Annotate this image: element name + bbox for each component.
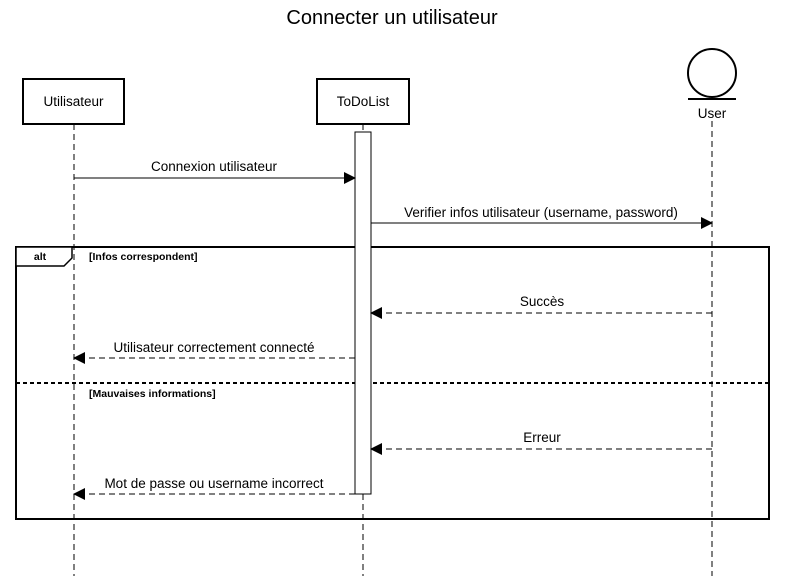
participant-todolist: ToDoList <box>316 78 410 125</box>
message-connexion: Connexion utilisateur <box>74 159 356 184</box>
entity-icon <box>687 48 737 98</box>
message-verifier: Verifier infos utilisateur (username, pa… <box>371 205 713 229</box>
alt-guard-2: [Mauvaises informations] <box>89 388 216 400</box>
alt-fragment: alt [Infos correspondent] [Mauvaises inf… <box>15 246 770 520</box>
participant-user: User <box>687 48 737 121</box>
message-incorrect-label: Mot de passe ou username incorrect <box>104 476 323 491</box>
alt-operator-label: alt <box>34 251 47 263</box>
alt-operator-tab <box>15 246 73 267</box>
participant-utilisateur: Utilisateur <box>22 78 125 125</box>
message-connecte-label: Utilisateur correctement connecté <box>113 340 314 355</box>
activation-bar-todolist <box>354 131 372 495</box>
participant-todolist-label: ToDoList <box>337 94 390 109</box>
alt-guard-1: [Infos correspondent] <box>89 251 198 263</box>
participant-user-label: User <box>698 106 727 121</box>
message-erreur: Erreur <box>370 430 712 455</box>
message-incorrect: Mot de passe ou username incorrect <box>73 476 355 500</box>
message-connexion-label: Connexion utilisateur <box>151 159 278 174</box>
message-erreur-label: Erreur <box>523 430 561 445</box>
participant-utilisateur-label: Utilisateur <box>43 94 104 109</box>
message-succes-label: Succès <box>520 294 565 309</box>
message-verifier-label: Verifier infos utilisateur (username, pa… <box>404 205 678 220</box>
diagram-title: Connecter un utilisateur <box>286 7 498 29</box>
message-succes: Succès <box>370 294 712 319</box>
message-connecte: Utilisateur correctement connecté <box>73 340 355 364</box>
